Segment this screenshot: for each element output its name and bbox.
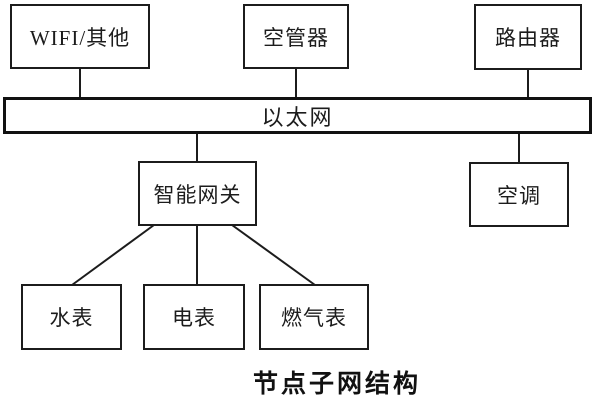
connector-gateway-gas bbox=[231, 224, 316, 286]
node-gas-meter-label: 燃气表 bbox=[281, 306, 347, 330]
node-electric-meter: 电表 bbox=[143, 284, 245, 350]
connector-gateway-water bbox=[71, 224, 155, 286]
node-smart-gateway-label: 智能网关 bbox=[153, 182, 242, 207]
node-electric-meter-label: 电表 bbox=[172, 306, 216, 330]
ethernet-bus-label: 以太网 bbox=[261, 104, 334, 130]
node-wifi-other-label: WIFI/其他 bbox=[29, 25, 131, 50]
node-gas-meter: 燃气表 bbox=[259, 284, 369, 350]
node-air-controller-label: 空管器 bbox=[263, 25, 329, 50]
node-air-controller: 空管器 bbox=[243, 4, 349, 69]
ethernet-bus: 以太网 bbox=[3, 97, 592, 134]
node-router: 路由器 bbox=[474, 4, 582, 70]
node-water-meter: 水表 bbox=[21, 284, 122, 350]
node-water-meter-label: 水表 bbox=[49, 306, 94, 330]
node-wifi-other: WIFI/其他 bbox=[10, 4, 150, 69]
node-air-conditioner: 空调 bbox=[469, 162, 569, 227]
diagram-caption: 节点子网结构 bbox=[252, 370, 421, 398]
node-router-label: 路由器 bbox=[495, 26, 561, 50]
node-smart-gateway: 智能网关 bbox=[138, 161, 257, 226]
node-air-conditioner-label: 空调 bbox=[497, 183, 541, 208]
